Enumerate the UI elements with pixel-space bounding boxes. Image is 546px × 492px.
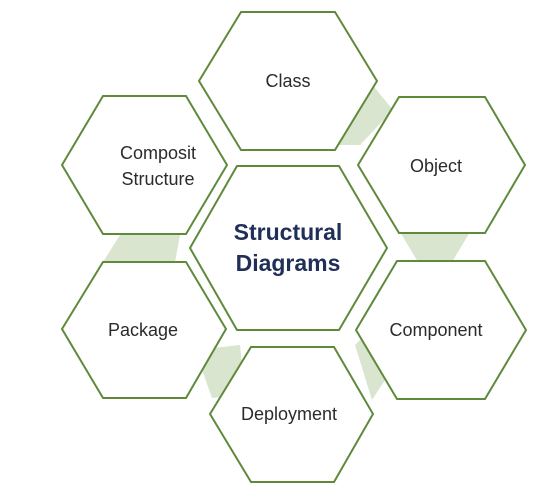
connector-object-component [400, 232, 470, 262]
hex-package[interactable] [60, 261, 228, 399]
label-center-line1: Structural [234, 219, 343, 245]
hex-deployment[interactable] [208, 346, 375, 483]
hex-composite-structure[interactable] [60, 95, 229, 235]
label-component: Component [389, 320, 482, 340]
label-object: Object [410, 156, 462, 176]
connector-component-deployment [355, 335, 385, 400]
label-composite-line2: Structure [121, 169, 194, 189]
label-package: Package [108, 320, 178, 340]
connector-package-composite [103, 235, 180, 262]
label-class: Class [265, 71, 310, 91]
label-center-line2: Diagrams [236, 250, 341, 276]
hex-object[interactable] [356, 96, 527, 234]
hex-component[interactable] [354, 260, 528, 400]
label-composite-line1: Composit [120, 143, 196, 163]
hex-structural-diagrams[interactable] [188, 165, 389, 331]
hex-class[interactable] [197, 11, 379, 151]
label-deployment: Deployment [241, 404, 337, 424]
